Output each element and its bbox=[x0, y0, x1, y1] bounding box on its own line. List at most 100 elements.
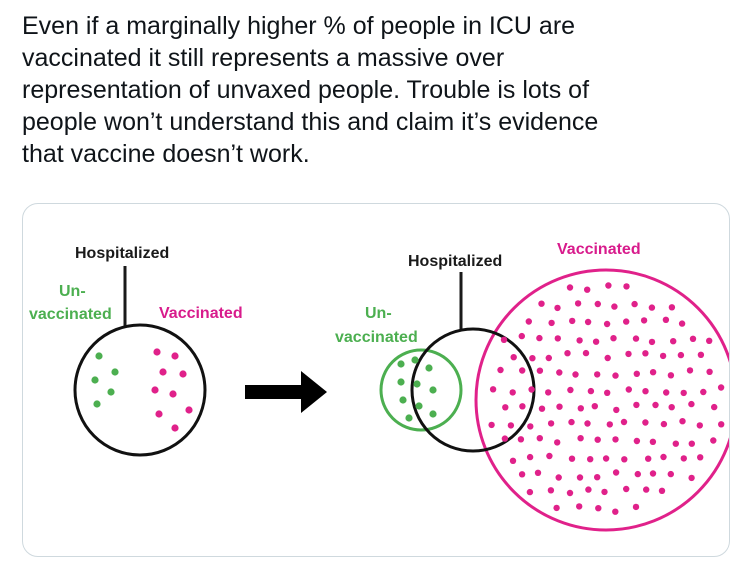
vaccinated-dot bbox=[585, 486, 592, 493]
vaccinated-dot bbox=[642, 388, 649, 395]
vaccinated-dot bbox=[568, 418, 575, 426]
vaccinated-dot bbox=[574, 300, 582, 307]
vaccinated-dot bbox=[594, 300, 601, 308]
unvaccinated-dot bbox=[405, 414, 413, 422]
vaccinated-dot bbox=[153, 348, 161, 356]
unvaccinated-dot bbox=[93, 400, 101, 408]
right-unvaccinated-circle bbox=[379, 348, 463, 432]
unvaccinated-dot bbox=[111, 368, 119, 376]
vaccinated-dot bbox=[576, 337, 583, 344]
left-hospitalized-circle bbox=[73, 323, 207, 457]
vaccinated-dot bbox=[500, 336, 508, 343]
vaccinated-dot bbox=[584, 318, 592, 326]
vaccinated-dot bbox=[566, 489, 574, 497]
tweet-text: Even if a marginally higher % of people … bbox=[22, 12, 599, 168]
unvaccinated-dot bbox=[91, 376, 99, 384]
vaccinated-dot bbox=[667, 470, 674, 478]
vaccinated-dot bbox=[663, 389, 670, 396]
vaccinated-dot bbox=[648, 304, 656, 311]
vaccinated-dot bbox=[584, 286, 591, 293]
vaccinated-dot bbox=[623, 318, 630, 325]
vaccinated-dot bbox=[538, 300, 545, 307]
vaccinated-dot bbox=[554, 439, 561, 446]
vaccinated-dot bbox=[689, 335, 697, 342]
vaccinated-dot bbox=[706, 337, 713, 344]
vaccinated-dot bbox=[171, 352, 179, 360]
vaccinated-dot bbox=[612, 436, 619, 443]
right-unvaccinated-label-1: Un- bbox=[365, 305, 392, 322]
vaccinated-dot bbox=[489, 386, 497, 393]
vaccinated-dot bbox=[546, 452, 553, 460]
vaccinated-dot bbox=[670, 338, 677, 345]
vaccinated-dot bbox=[527, 423, 534, 430]
vaccinated-dot bbox=[592, 338, 600, 345]
vaccinated-dot bbox=[688, 474, 695, 482]
vaccinated-dot bbox=[649, 470, 657, 477]
vaccinated-dot bbox=[677, 351, 685, 359]
vaccinated-dot bbox=[185, 406, 193, 414]
vaccinated-dot bbox=[582, 349, 590, 357]
vaccinated-dot bbox=[633, 370, 640, 377]
vaccinated-dot bbox=[518, 471, 526, 478]
vaccinated-dot bbox=[547, 420, 555, 427]
vaccinated-dot bbox=[612, 469, 620, 476]
vaccinated-dot bbox=[591, 403, 598, 410]
vaccinated-dot bbox=[567, 386, 574, 394]
vaccinated-dot bbox=[649, 369, 657, 376]
vaccinated-dot bbox=[623, 485, 630, 493]
vaccinated-dot bbox=[534, 469, 542, 476]
vaccinated-dot bbox=[555, 474, 562, 481]
vaccinated-dot bbox=[159, 368, 167, 376]
vaccinated-dot bbox=[688, 440, 695, 447]
vaccinated-dot bbox=[697, 454, 704, 461]
vaccinated-dot bbox=[711, 403, 718, 411]
vaccinated-dot bbox=[680, 389, 687, 397]
vaccinated-dot bbox=[678, 320, 686, 327]
vaccinated-dot bbox=[649, 438, 657, 445]
right-vaccinated-dots bbox=[488, 282, 725, 515]
unvaccinated-dot bbox=[107, 388, 115, 396]
vaccinated-dot bbox=[648, 338, 656, 346]
vaccinated-dot bbox=[632, 503, 640, 511]
vaccinated-dot bbox=[611, 303, 618, 310]
vaccinated-dot bbox=[536, 435, 543, 442]
vaccinated-dot bbox=[680, 455, 687, 462]
unvaccinated-dot bbox=[429, 410, 437, 418]
vaccinated-dot bbox=[594, 371, 601, 378]
left-vaccinated-label: Vaccinated bbox=[159, 305, 243, 322]
vaccinated-dot bbox=[652, 401, 659, 409]
vaccinated-dot bbox=[643, 486, 650, 493]
vaccinated-dot bbox=[660, 453, 667, 461]
vaccinated-dot bbox=[610, 335, 617, 342]
vaccinated-dot bbox=[584, 420, 591, 427]
vaccinated-dot bbox=[526, 488, 534, 496]
unvaccinated-dot bbox=[429, 386, 437, 394]
unvaccinated-dot bbox=[425, 364, 433, 372]
vaccinated-dot bbox=[569, 317, 576, 325]
vaccinated-dot bbox=[633, 437, 641, 445]
tweet-image[interactable]: Hospitalized Un- vaccinated Vaccinated H… bbox=[22, 203, 730, 557]
vaccinated-dot bbox=[587, 387, 595, 395]
right-vaccinated-circle bbox=[474, 268, 729, 532]
vaccinated-dot bbox=[556, 403, 563, 410]
vaccinated-dot bbox=[603, 320, 611, 328]
vaccinated-dot bbox=[509, 457, 517, 464]
vaccinated-dot bbox=[594, 474, 601, 481]
vaccinated-dot bbox=[517, 436, 525, 443]
vaccinated-dot bbox=[642, 419, 649, 426]
vaccinated-dot bbox=[572, 371, 579, 378]
left-unvaccinated-dots bbox=[91, 352, 119, 408]
right-unvaccinated-dots bbox=[397, 356, 437, 422]
vaccinated-dot bbox=[536, 334, 543, 342]
vaccinated-dot bbox=[612, 508, 619, 515]
vaccinated-dot bbox=[538, 405, 546, 412]
vaccinated-dot bbox=[686, 367, 694, 374]
vaccinated-dot bbox=[660, 420, 668, 428]
vaccinated-dot bbox=[697, 351, 705, 358]
unvaccinated-dot bbox=[397, 360, 405, 368]
vaccinated-dot bbox=[526, 453, 534, 461]
vaccinated-dot bbox=[623, 283, 630, 290]
vaccinated-dot bbox=[151, 386, 159, 394]
vaccinated-dot bbox=[688, 400, 695, 408]
vaccinated-dot bbox=[510, 354, 517, 361]
